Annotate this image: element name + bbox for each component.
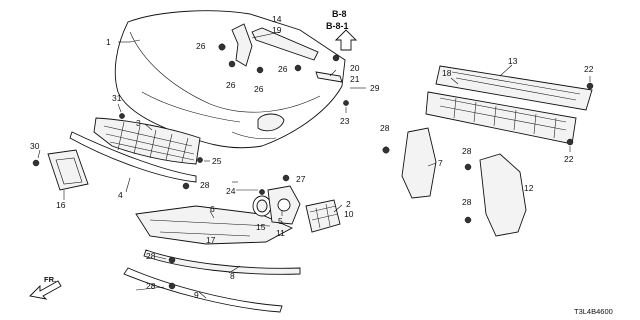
callout-23: 23 <box>340 116 350 126</box>
callout-14: 14 <box>272 14 282 24</box>
callout-28-a: 28 <box>380 123 390 133</box>
callout-31: 31 <box>112 93 122 103</box>
callout-20: 20 <box>350 63 360 73</box>
lower-spoiler-strip <box>69 131 197 183</box>
callout-17: 17 <box>206 235 216 245</box>
callout-6: 6 <box>210 204 215 214</box>
callout-3: 3 <box>136 118 141 128</box>
callout-27: 27 <box>296 174 306 184</box>
callout-9: 9 <box>194 290 199 300</box>
callout-15: 15 <box>256 222 266 232</box>
callout-13: 13 <box>508 56 518 66</box>
callout-26-a: 26 <box>196 41 206 51</box>
callout-28-f: 28 <box>146 281 156 291</box>
side-garnish <box>47 149 89 191</box>
callout-22-top: 22 <box>584 64 594 74</box>
left-side-bracket <box>401 127 437 199</box>
bumper-beam <box>435 65 593 111</box>
callout-21: 21 <box>350 74 360 84</box>
callout-30: 30 <box>30 141 40 151</box>
fog-bracket <box>267 185 301 225</box>
callout-16: 16 <box>56 200 66 210</box>
callout-26-b: 26 <box>226 80 236 90</box>
diagram-code: T3L4B4600 <box>574 307 613 316</box>
callout-24: 24 <box>226 186 236 196</box>
leader-lines <box>37 31 591 299</box>
callout-7: 7 <box>438 158 443 168</box>
callout-28-d: 28 <box>462 197 472 207</box>
callout-8: 8 <box>230 271 235 281</box>
lower-grille <box>93 117 201 165</box>
callout-25: 25 <box>212 156 222 166</box>
callout-29: 29 <box>370 83 380 93</box>
right-side-bracket <box>479 153 527 237</box>
callout-2: 2 <box>346 199 351 209</box>
callout-26-d: 26 <box>278 64 288 74</box>
callout-11: 11 <box>276 228 285 238</box>
callout-19: 19 <box>272 25 282 35</box>
section-ref-arrow <box>334 29 358 51</box>
lower-trim <box>143 249 301 275</box>
callout-1: 1 <box>106 37 111 47</box>
callout-28-c: 28 <box>462 146 472 156</box>
callout-12: 12 <box>524 183 534 193</box>
callout-28-e: 28 <box>146 251 156 261</box>
side-grille <box>305 199 341 233</box>
callout-22-bottom: 22 <box>564 154 574 164</box>
callout-labels: 1 2 3 4 5 6 7 8 9 10 11 12 13 14 15 16 1… <box>30 14 594 300</box>
front-direction-arrow <box>29 280 62 300</box>
callout-10: 10 <box>344 209 354 219</box>
front-direction-label: FR. <box>44 275 56 284</box>
callout-28-b: 28 <box>200 180 210 190</box>
callout-26-c: 26 <box>254 84 264 94</box>
callout-5: 5 <box>278 216 283 226</box>
fasteners <box>32 43 594 290</box>
fog-ring <box>252 195 272 217</box>
section-ref-b8-1: B-8-1 <box>326 21 349 31</box>
side-clip <box>315 71 343 83</box>
callout-4: 4 <box>118 190 123 200</box>
bumper-bracket <box>231 23 319 67</box>
callout-18: 18 <box>442 68 452 78</box>
under-cover <box>135 205 294 245</box>
section-ref-b8: B-8 <box>332 9 347 19</box>
